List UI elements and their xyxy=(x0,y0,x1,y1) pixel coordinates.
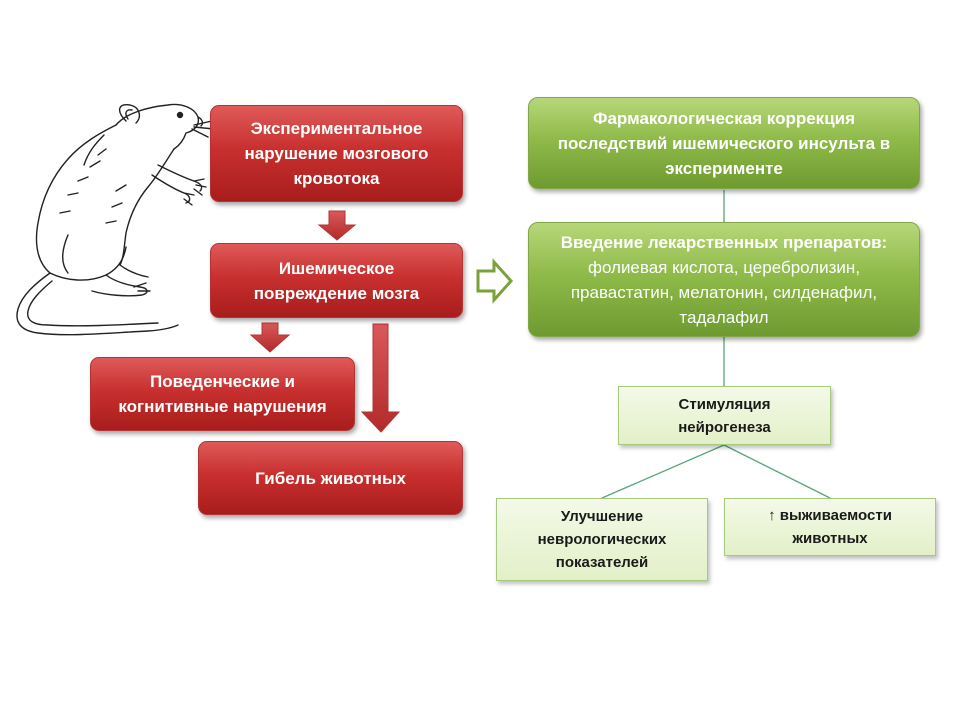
behavioral-cognitive-box: Поведенческие и когнитивные нарушения xyxy=(90,357,355,431)
drug-list: фолиевая кислота, церебролизин, праваста… xyxy=(570,257,878,327)
neurogenesis-stimulation-box: Стимуляция нейрогенеза xyxy=(618,386,831,445)
drug-administration-box: Введение лекарственных препаратов: фолие… xyxy=(528,222,920,337)
drug-administration-title: Введение лекарственных препаратов: xyxy=(560,232,888,252)
connector-neurogenesis-to-improvement xyxy=(601,444,725,499)
animal-death-box: Гибель животных xyxy=(198,441,463,515)
arrow-experimental-to-ischemic xyxy=(317,210,357,241)
experimental-blood-flow-box: Экспериментальное нарушение мозгового кр… xyxy=(210,105,463,202)
rat-illustration xyxy=(16,103,215,336)
neurological-improvement-box: Улучшение неврологических показателей xyxy=(496,498,708,581)
behavioral-cognitive-label: Поведенческие и когнитивные нарушения xyxy=(118,372,327,416)
survival-increase-label: ↑ выживаемости животных xyxy=(768,507,892,547)
arrow-ischemic-to-death xyxy=(360,323,401,433)
neurogenesis-stimulation-label: Стимуляция нейрогенеза xyxy=(678,395,771,436)
experimental-blood-flow-label: Экспериментальное нарушение мозгового кр… xyxy=(244,119,429,188)
arrow-to-pharmacological-correction xyxy=(476,258,514,304)
pharmacological-correction-label: Фармакологическая коррекция последствий … xyxy=(557,108,891,178)
animal-death-label: Гибель животных xyxy=(255,468,406,488)
survival-increase-box: ↑ выживаемости животных xyxy=(724,498,936,556)
pharmacological-correction-box: Фармакологическая коррекция последствий … xyxy=(528,97,920,189)
connector-neurogenesis-to-survival xyxy=(723,444,831,499)
ischemic-brain-damage-label: Ишемическое повреждение мозга xyxy=(253,258,420,303)
ischemic-brain-damage-box: Ишемическое повреждение мозга xyxy=(210,243,463,318)
neurological-improvement-label: Улучшение неврологических показателей xyxy=(537,508,667,571)
arrow-ischemic-to-behavioral xyxy=(249,322,291,353)
